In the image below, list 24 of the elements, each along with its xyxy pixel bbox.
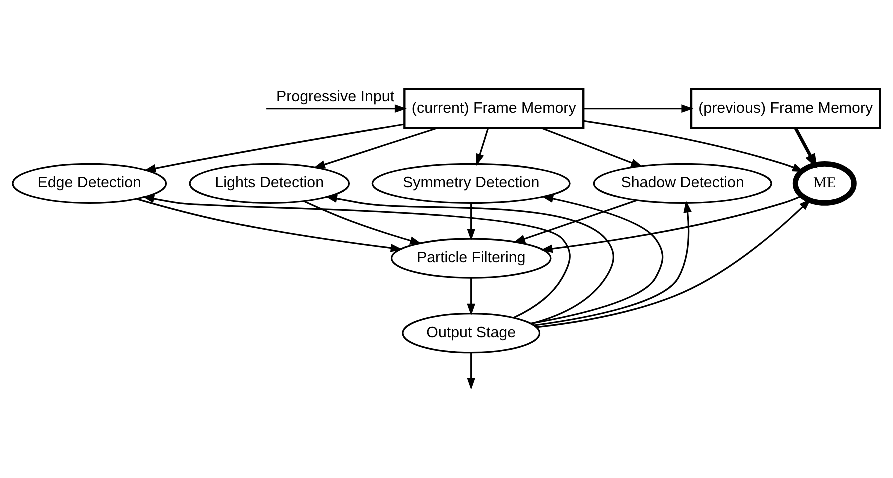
node-ellipse: Shadow Detection — [593, 163, 772, 204]
arrow — [794, 128, 818, 170]
arrow — [513, 200, 638, 244]
arrow — [304, 200, 422, 245]
node-ellipse: Output Stage — [402, 313, 541, 354]
arrow — [314, 128, 438, 169]
arrow — [467, 353, 476, 390]
arrow — [325, 194, 614, 325]
arrow — [467, 278, 476, 316]
arrow — [536, 198, 812, 328]
arrow — [266, 104, 407, 114]
node-box: (previous) Frame Memory — [690, 88, 882, 130]
edge-label: Progressive Input — [276, 88, 395, 106]
arrow — [142, 194, 571, 319]
arrow — [144, 124, 405, 173]
arrow — [540, 195, 803, 254]
arrow — [467, 203, 476, 241]
arrow — [136, 198, 403, 252]
node-box: (current) Frame Memory — [404, 88, 585, 130]
arrow — [476, 128, 490, 166]
arrow — [584, 104, 694, 114]
arrow — [531, 194, 664, 324]
arrow — [534, 200, 692, 326]
arrow — [542, 128, 644, 168]
